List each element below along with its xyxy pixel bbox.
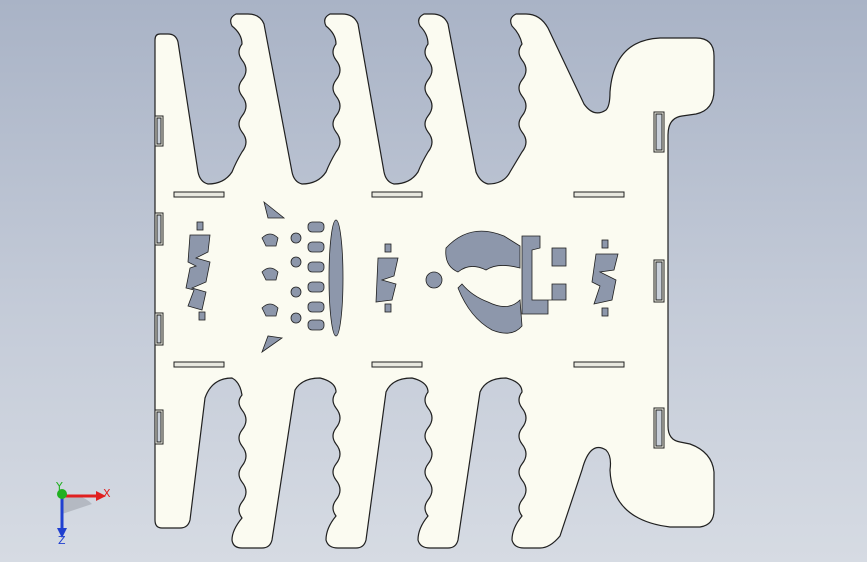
cutout-text-right [591, 239, 619, 317]
axis-triad: X Y Z [40, 478, 120, 548]
left-edge-slots [154, 115, 164, 445]
y-axis-dot-icon [57, 489, 67, 499]
z-axis-label: Z [58, 534, 66, 547]
right-edge-slots [653, 111, 665, 449]
triad-plane-shade [62, 494, 92, 514]
cutout-text-middle [375, 243, 399, 313]
cutout-crown-emblem [261, 200, 344, 354]
cutout-helmet-emblem [425, 230, 567, 334]
y-axis-label: Y [55, 480, 63, 493]
cutout-text-left [185, 221, 211, 321]
z-axis-arrow-icon [57, 528, 67, 538]
x-axis-arrow-icon [96, 491, 106, 501]
x-axis-label: X [103, 487, 111, 500]
horizontal-slots [173, 191, 625, 368]
